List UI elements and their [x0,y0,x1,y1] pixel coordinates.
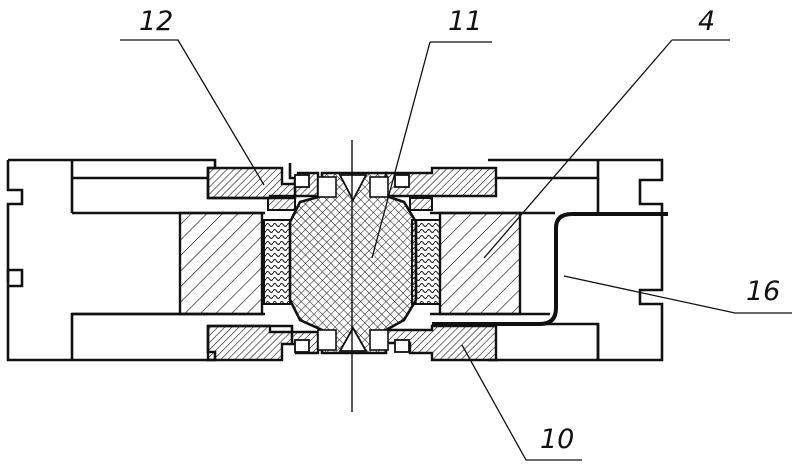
callout-10: 10 [540,424,574,455]
callout-4: 4 [698,6,715,37]
lead-wire [432,212,668,326]
lower-flange [206,324,498,362]
callout-12: 12 [139,6,173,37]
left-magnet-block [178,211,264,316]
left-coil [263,219,291,305]
central-core [288,171,418,355]
callout-11: 11 [448,6,482,37]
right-block [438,211,522,316]
callout-16: 16 [746,276,780,307]
upper-flange [206,166,498,211]
leader-lines [120,39,792,461]
